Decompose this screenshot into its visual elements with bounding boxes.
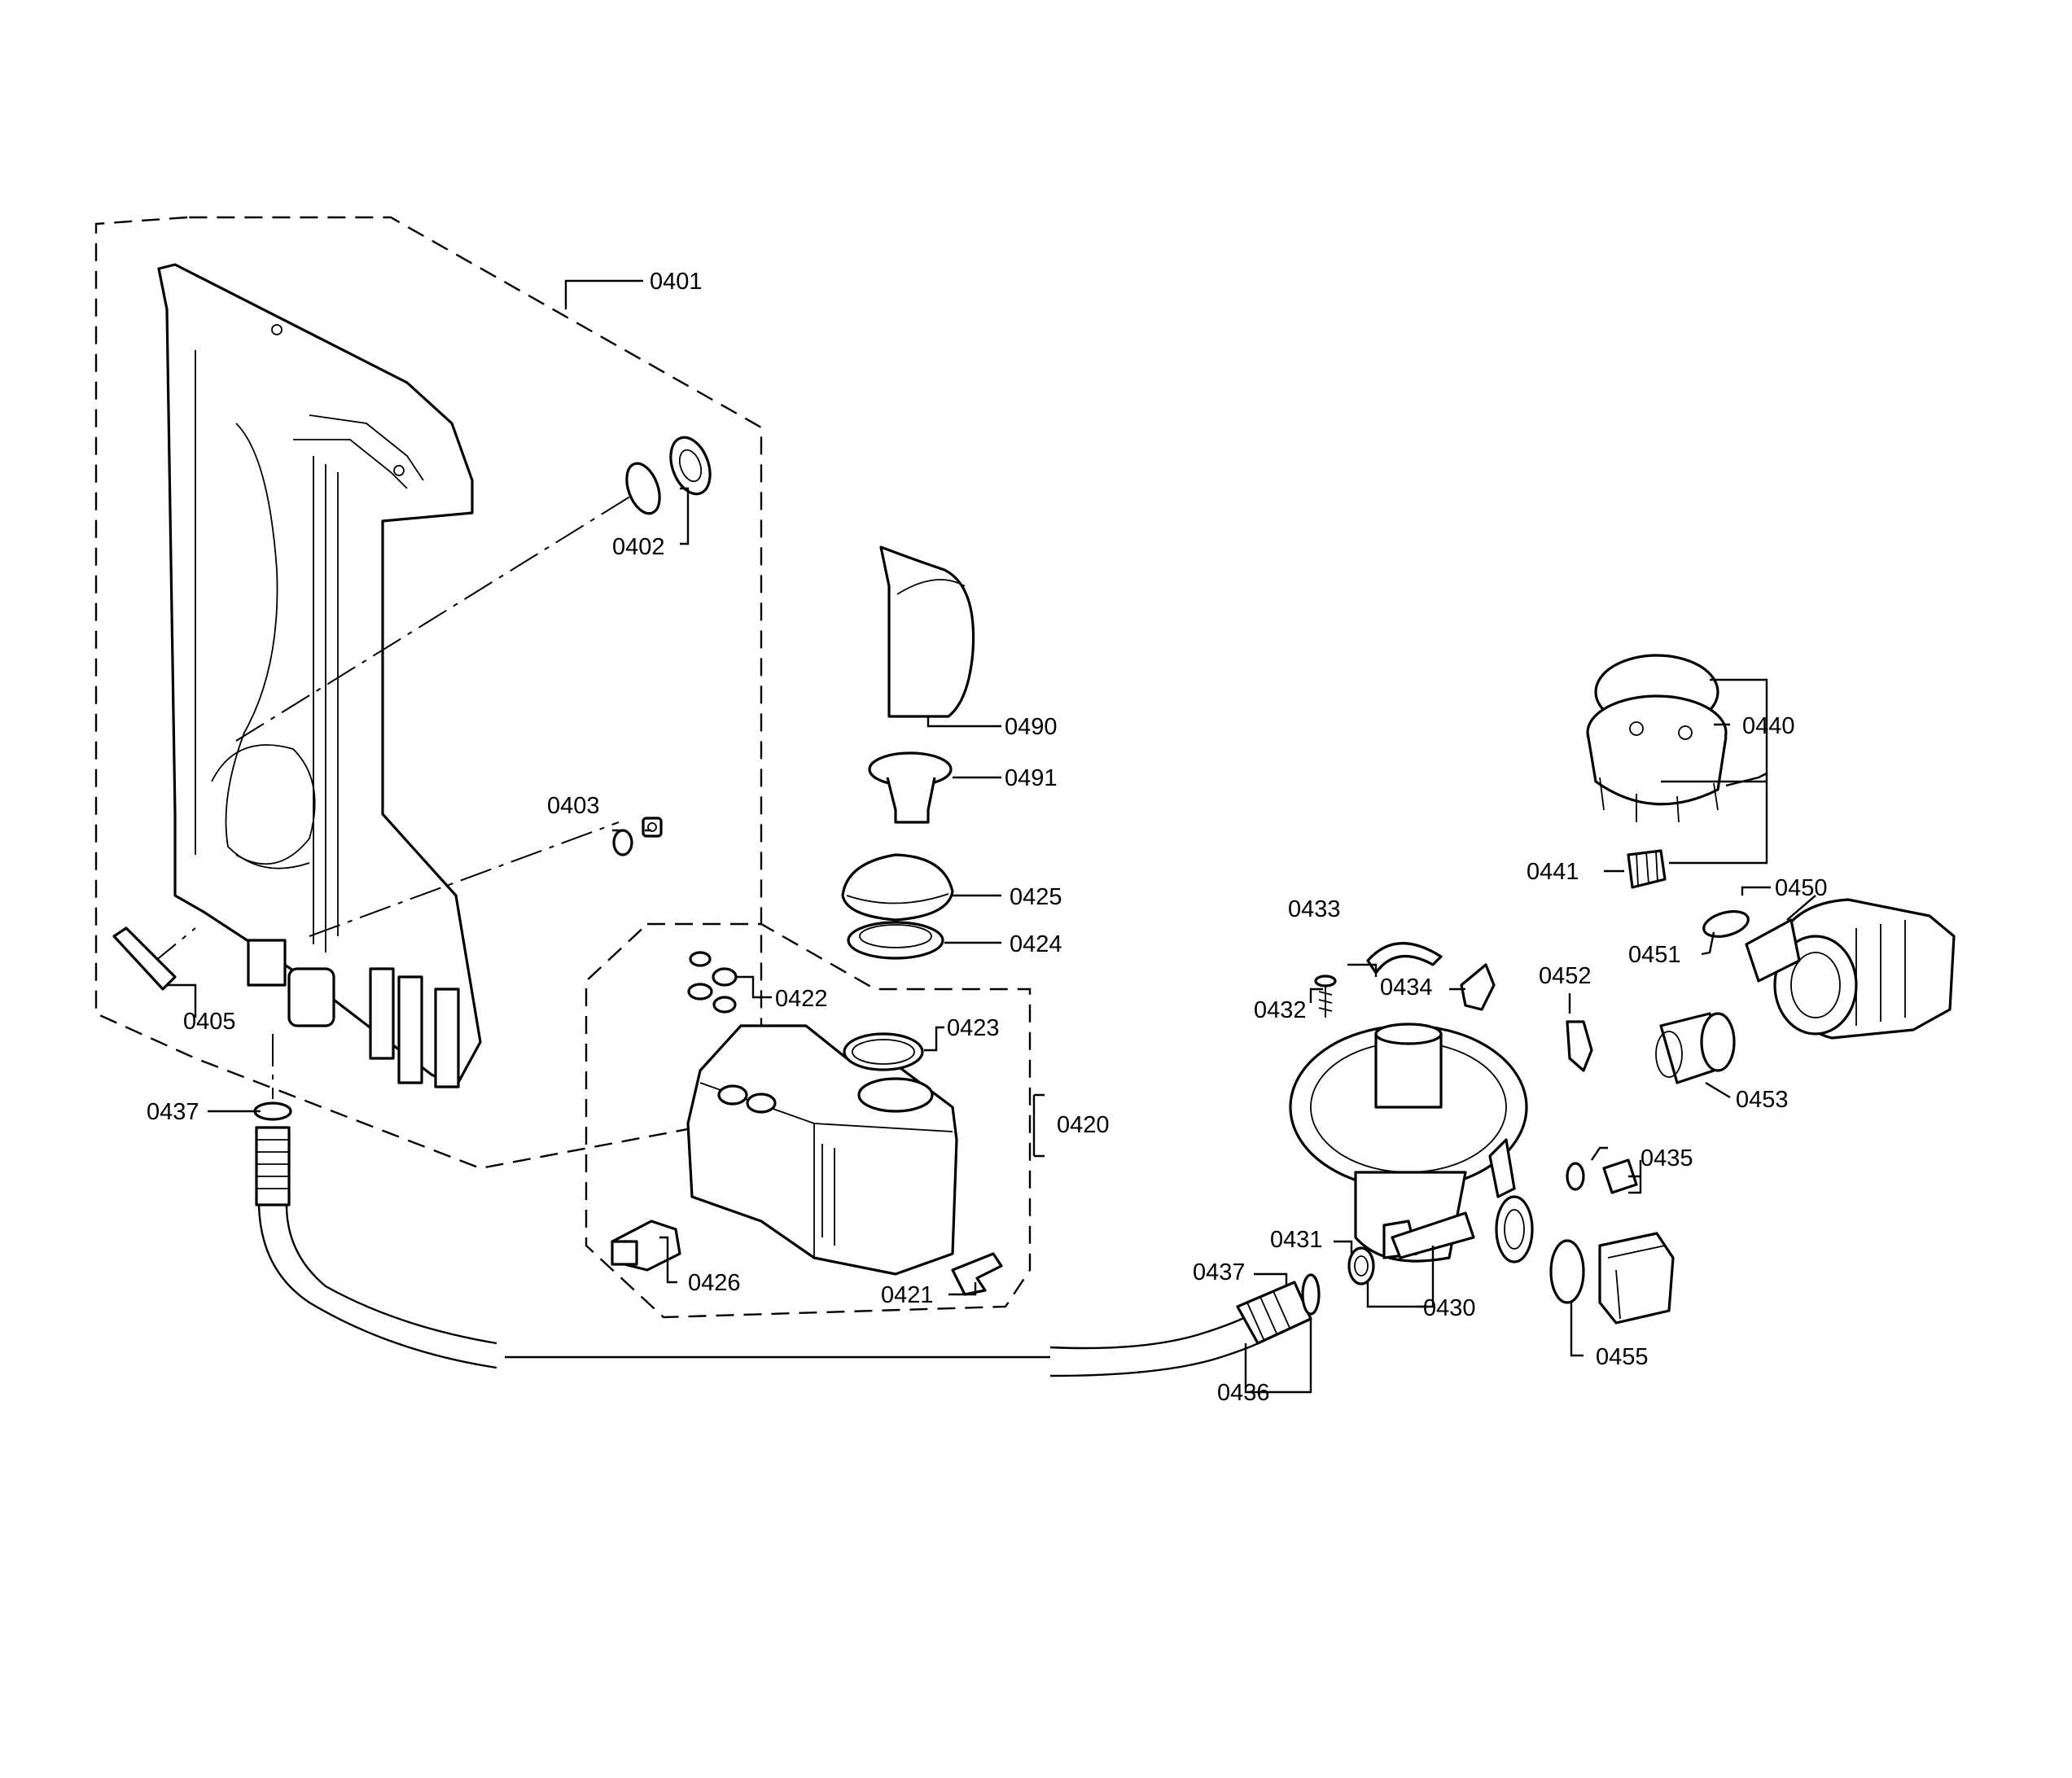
label-0426: 0426 <box>688 1270 741 1296</box>
label-0437-left: 0437 <box>147 1099 199 1125</box>
part-0430-sump[interactable] <box>1289 1023 1534 1263</box>
part-0403[interactable] <box>612 817 663 856</box>
label-0424: 0424 <box>1010 931 1062 957</box>
part-0405[interactable] <box>112 926 177 991</box>
part-0431[interactable] <box>1347 1246 1375 1285</box>
label-0440: 0440 <box>1742 713 1795 739</box>
label-0401: 0401 <box>650 269 703 295</box>
part-0441[interactable] <box>1627 849 1667 889</box>
part-0433[interactable] <box>1366 942 1443 974</box>
part-0420-group <box>585 922 1032 1319</box>
label-0425: 0425 <box>1010 884 1062 910</box>
part-labels: 0401 0402 0403 0405 0437 0490 0491 0425 … <box>147 269 1828 1406</box>
part-0424[interactable] <box>847 921 944 960</box>
part-0434[interactable] <box>1460 963 1496 1011</box>
label-0437-right: 0437 <box>1193 1259 1246 1285</box>
part-0426-valve[interactable] <box>611 1220 681 1272</box>
part-0453[interactable] <box>1655 1012 1736 1084</box>
part-0402[interactable] <box>620 432 717 519</box>
label-0491: 0491 <box>1005 765 1058 791</box>
leader-lines <box>167 279 1816 1394</box>
part-0451-clamp[interactable] <box>1701 907 1750 941</box>
part-0435[interactable] <box>1566 1158 1638 1194</box>
label-0453: 0453 <box>1736 1087 1789 1113</box>
part-0455-drain-pump[interactable] <box>1549 1232 1675 1325</box>
label-0441: 0441 <box>1527 859 1579 885</box>
label-0436: 0436 <box>1217 1380 1270 1406</box>
part-0432-screw[interactable] <box>1314 974 1337 1018</box>
part-0422-rings[interactable] <box>687 951 738 1014</box>
part-0490-funnel[interactable] <box>879 545 975 718</box>
drain-hose <box>253 1101 1321 1377</box>
part-0425[interactable] <box>841 853 954 922</box>
part-0421-clip[interactable] <box>951 1252 1003 1296</box>
label-0433: 0433 <box>1288 896 1341 922</box>
label-0455: 0455 <box>1596 1344 1649 1370</box>
label-0432: 0432 <box>1254 997 1307 1023</box>
label-0490: 0490 <box>1005 714 1058 740</box>
label-0450: 0450 <box>1775 875 1828 901</box>
part-0423-gasket[interactable] <box>843 1032 924 1071</box>
label-0405: 0405 <box>183 1009 236 1035</box>
label-0452: 0452 <box>1539 963 1592 989</box>
label-0451: 0451 <box>1628 942 1681 968</box>
label-0430: 0430 <box>1423 1295 1476 1321</box>
part-0452[interactable] <box>1566 1020 1593 1072</box>
label-0422: 0422 <box>775 986 828 1012</box>
label-0403: 0403 <box>547 793 600 819</box>
part-0450-pump[interactable] <box>1745 898 1956 1040</box>
part-0401-panel[interactable] <box>157 263 482 1088</box>
part-0401-side-panel-group <box>94 216 763 1170</box>
part-0440[interactable] <box>1586 654 1728 823</box>
label-0421: 0421 <box>881 1282 934 1308</box>
label-0423: 0423 <box>947 1015 1000 1041</box>
part-0491[interactable] <box>868 751 953 824</box>
label-0434: 0434 <box>1380 974 1433 1001</box>
label-0431: 0431 <box>1270 1227 1323 1253</box>
label-0435: 0435 <box>1641 1145 1693 1171</box>
label-0402: 0402 <box>612 534 665 560</box>
label-0420: 0420 <box>1057 1112 1110 1138</box>
